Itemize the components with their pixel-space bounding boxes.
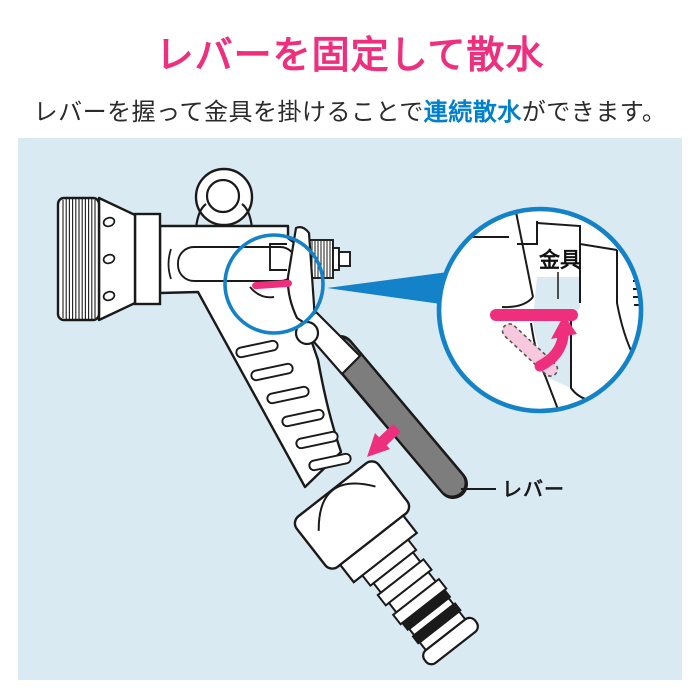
cone-hole: [102, 290, 116, 302]
subtitle-highlight: 連続散水: [423, 99, 522, 126]
fitting-bar-locked: [490, 309, 578, 321]
cone-hole: [102, 216, 116, 228]
rotate-up-arrow-icon: [534, 315, 577, 372]
subtitle-prefix: レバーを握って金具を掛けることで: [33, 99, 424, 126]
nozzle-knob: [56, 196, 101, 322]
lever-grip: [325, 335, 468, 499]
subtitle: レバーを握って金具を掛けることで連続散水ができます。: [0, 92, 700, 127]
fitting-label: 金具: [538, 248, 581, 272]
hang-loop: [194, 167, 254, 229]
squeeze-arrow-icon: [367, 423, 401, 457]
fitting-bar: [252, 279, 292, 290]
cone-hole: [102, 253, 116, 265]
page-title: レバーを固定して散水: [155, 35, 545, 77]
fitting-catch: [249, 243, 287, 299]
subtitle-suffix: ができます。: [521, 99, 667, 126]
nozzle-cone: [97, 196, 137, 322]
handle-slots: [235, 339, 352, 472]
hose-connector: [293, 460, 479, 666]
lever-label: レバー: [502, 478, 565, 501]
magnifier-small-circle: [223, 233, 325, 335]
callout-circle: 金具: [436, 206, 644, 414]
magnifier-wedge: [327, 272, 448, 305]
nozzle-collar: [133, 212, 162, 306]
